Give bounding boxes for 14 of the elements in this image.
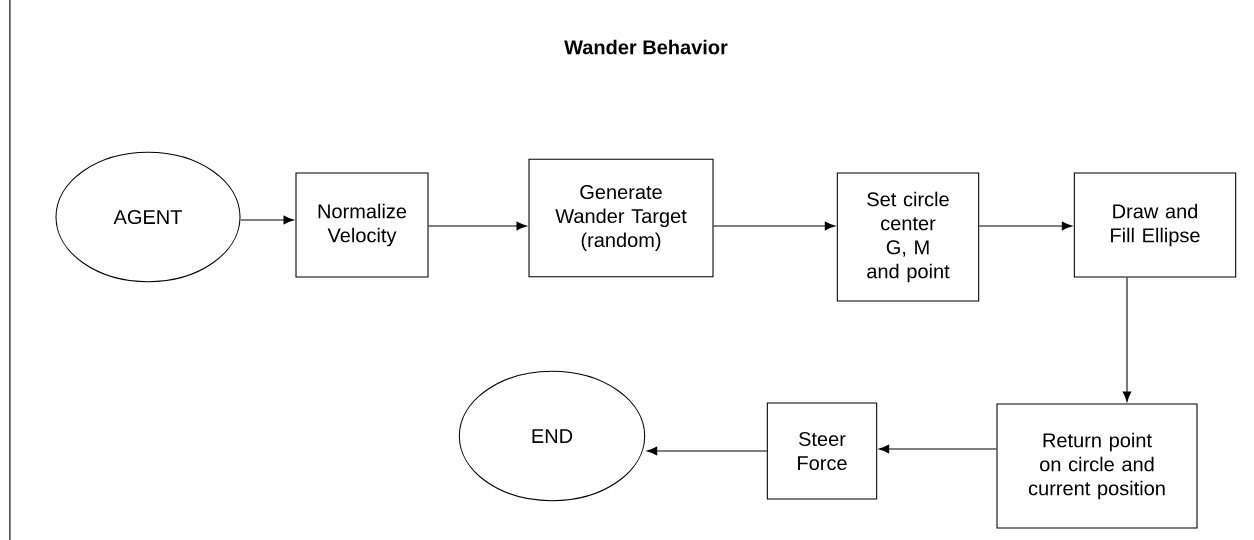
arrow	[978, 221, 1073, 231]
process-box: Return point on circle and current position	[996, 403, 1198, 529]
arrow	[646, 446, 768, 456]
diagram-title: Wander Behavior	[564, 39, 728, 55]
arrow	[428, 221, 527, 231]
process-box: Steer Force	[766, 402, 878, 500]
arrow	[1122, 277, 1132, 402]
process-box: Draw and Fill Ellipse	[1073, 172, 1237, 278]
arrow	[713, 221, 836, 231]
arrow	[240, 215, 294, 225]
process-box: Normalize Velocity	[295, 172, 429, 278]
process-box: Generate Wander Target (random)	[528, 158, 714, 278]
arrow	[878, 444, 997, 454]
process-box: Set circle center G, M and point	[836, 172, 980, 302]
